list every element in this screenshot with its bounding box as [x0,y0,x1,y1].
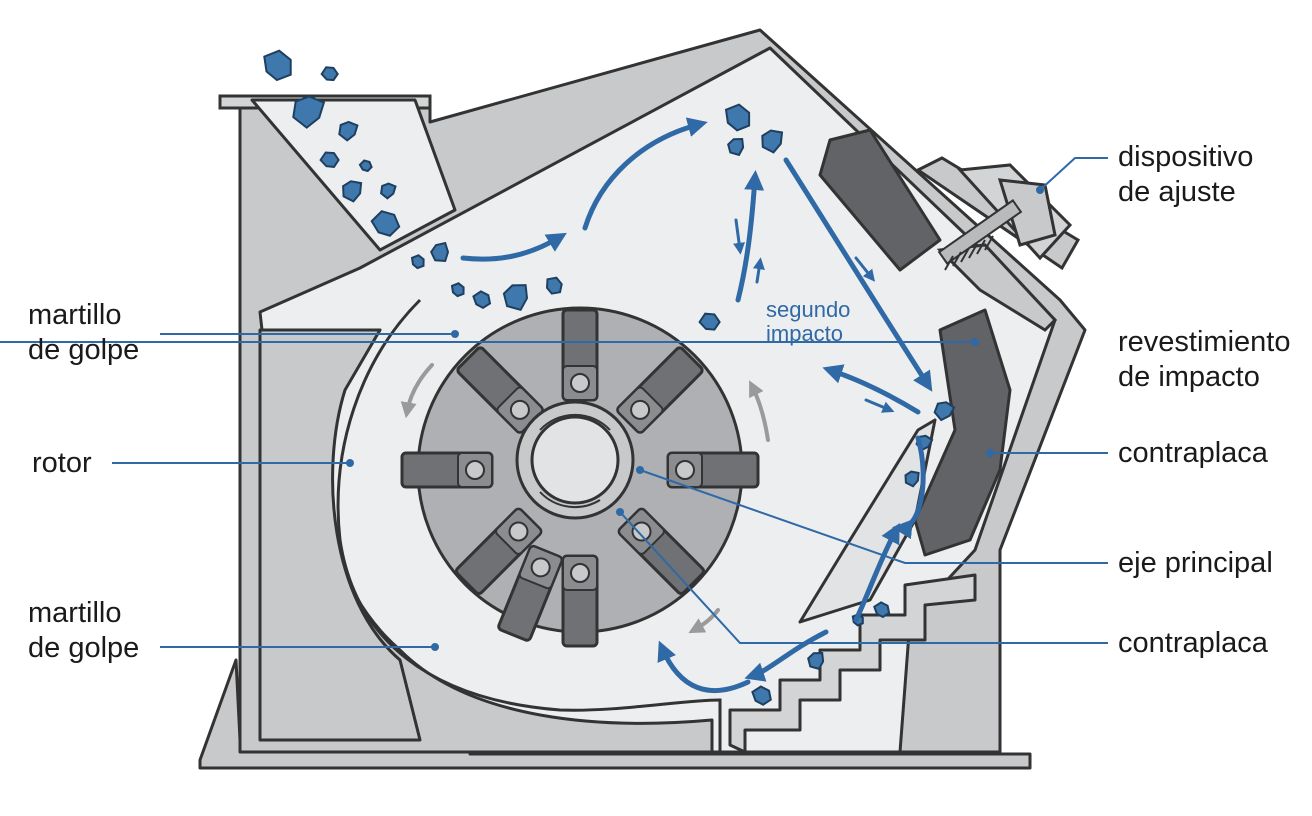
label-contraplaca-upper: contraplaca [1118,437,1268,469]
material-piece [724,103,751,132]
label-dispositivo-ajuste: dispositivo de ajuste [1118,141,1254,208]
hammer [454,507,543,596]
material-piece [370,210,401,237]
adjusting-device [915,156,1081,271]
label-revestimiento: revestimiento de impacto [1118,326,1291,393]
label-martillo-top: martillo de golpe [28,299,140,366]
material-piece [358,159,373,173]
material-piece [904,470,920,488]
material-piece [698,312,721,331]
material-piece [933,401,956,422]
material-piece [807,651,825,671]
leader-lines [0,157,1108,651]
material-piece [751,685,772,706]
label-martillo-bottom: martillo de golpe [28,597,140,664]
material-piece [727,137,745,157]
hammers [400,308,760,648]
impact-liner [798,128,1058,624]
hammer [561,308,599,402]
material-piece [320,66,339,82]
hammer [617,507,706,596]
label-contraplaca-lower: contraplaca [1118,627,1268,659]
material-piece [319,151,340,168]
material-pieces [263,49,956,706]
hammer [400,451,494,489]
material-piece [761,129,784,154]
material-piece [380,182,397,200]
label-eje-principal: eje principal [1118,547,1273,579]
label-rotor: rotor [32,447,92,479]
main-shaft [515,400,635,520]
rotation-arrow-icon [400,363,770,634]
material-piece [472,290,492,310]
material-piece [873,601,891,619]
hammer [616,346,704,434]
hammer [561,554,599,648]
hammer [666,451,760,489]
material-piece [263,49,292,82]
material-piece [430,241,450,263]
material-piece [450,282,465,298]
material-piece [410,254,425,270]
hammer [497,544,564,642]
material-piece [342,180,363,203]
material-piece [502,284,529,311]
label-segundo-impacto: segundo impacto [766,297,851,346]
discharge-plate [728,573,977,754]
material-piece [338,120,359,142]
material-piece [292,95,326,129]
material-piece [545,276,563,295]
flow-arrow-icon [460,117,933,693]
